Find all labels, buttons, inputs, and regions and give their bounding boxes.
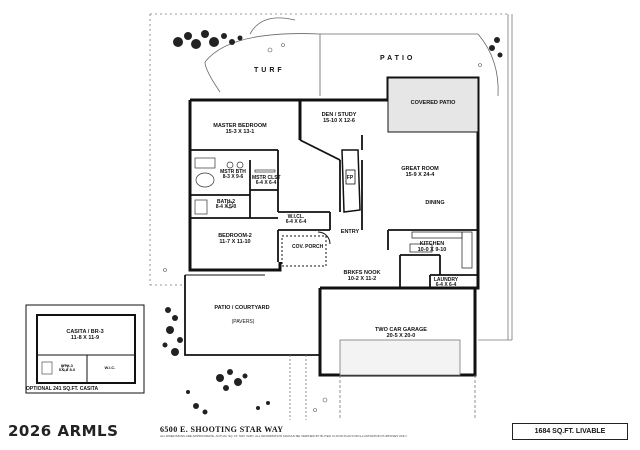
master-bedroom-label: MASTER BEDROOM 15-3 X 13-1 (213, 123, 267, 135)
watermark-text: 2026 ARMLS (8, 422, 119, 440)
turf-label: TURF (254, 67, 285, 74)
laundry-label: LAUNDRY 6-4 X 6-4 (433, 277, 459, 289)
pavers-label: (PAVERS) (231, 319, 255, 325)
brkfs-nook-label: BRKFS NOOK 10-2 X 11-2 (343, 270, 381, 282)
front-walk (289, 355, 307, 420)
patio-label: PATIO (380, 55, 416, 62)
bath-fixtures (194, 157, 276, 215)
cov-porch-label: COV. PORCH (292, 244, 324, 250)
dining-label: DINING (425, 200, 445, 206)
two-car-garage-label: TWO CAR GARAGE 20-5 X 20-0 (375, 327, 427, 339)
kitchen-counters (409, 231, 473, 269)
lot-boundary (149, 13, 513, 341)
covered-patio-label: COVERED PATIO (410, 100, 456, 106)
den-study-label: DEN / STUDY 15-10 X 12-6 (321, 112, 357, 124)
casita-walls (36, 314, 136, 384)
livable-sqft-box: 1684 SQ.FT. LIVABLE (512, 423, 628, 440)
property-address: 6500 E. SHOOTING STAR WAY (160, 425, 284, 434)
casita-border (25, 304, 145, 394)
optional-casita-note: OPTIONAL 241 SQ.FT. CASITA (26, 386, 99, 392)
turf-outline (204, 17, 499, 97)
entry-label: ENTRY (340, 229, 360, 235)
courtyard-wall (184, 274, 320, 356)
fireplace-label: FP (346, 175, 354, 181)
wic-label: W.I.CL. 6-4 X 6-4 (285, 214, 307, 226)
livable-sqft-text: 1684 SQ.FT. LIVABLE (534, 428, 606, 435)
patio-courtyard-label: PATIO / COURTYARD (214, 305, 270, 311)
casita-fixtures (41, 361, 69, 375)
fireplace (341, 149, 361, 213)
kitchen-label: KITCHEN 10-0 X 9-10 (417, 241, 447, 253)
mstr-bth-label: MSTR BTH 8-3 X 9-6 (220, 169, 246, 181)
casita-closet-label: W.I.C. (104, 365, 116, 370)
cov-porch-marks (281, 231, 331, 267)
casita-bath-label: BTH-3 5-0 X 8-0 (58, 363, 76, 373)
bath-2-label: BATH-2 8-4 X 5-0 (215, 199, 237, 211)
casita-label: CASITA / BR-3 11-8 X 11-9 (66, 329, 104, 341)
bedroom-2-label: BEDROOM-2 11-7 X 11-10 (218, 233, 252, 245)
great-room-label: GREAT ROOM 15-9 X 24-4 (401, 166, 439, 178)
disclaimer-text: ALL DIMENSIONS ARE APPROXIMATE. ACTUAL S… (160, 434, 408, 438)
interior-walls (190, 135, 478, 288)
driveway (339, 339, 476, 420)
mstr-clst-label: MSTR CLST 6-4 X 6-4 (252, 175, 281, 187)
landscape-plants (162, 30, 503, 415)
landscape-rocks (163, 43, 482, 412)
